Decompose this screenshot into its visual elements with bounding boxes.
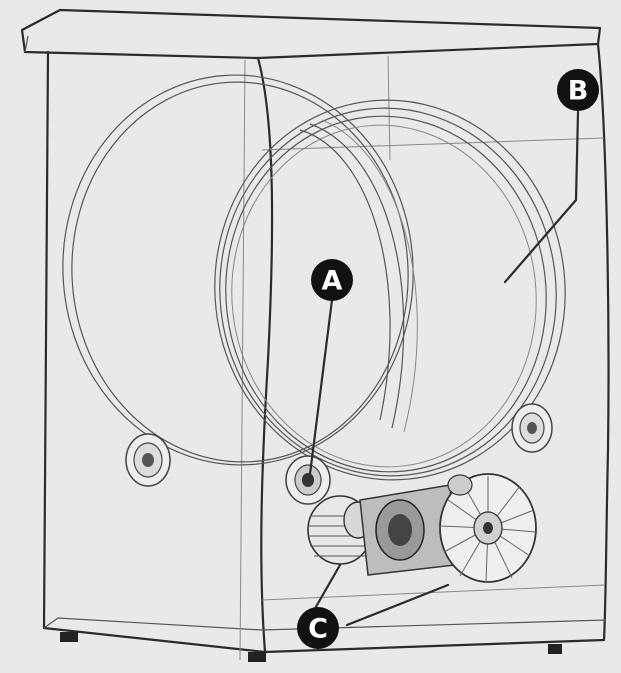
drum-roller-left [125, 433, 171, 487]
drum [62, 74, 566, 481]
label-a-text: A [322, 266, 343, 297]
dryer-cabinet [20, 8, 610, 662]
motor-assembly [307, 473, 537, 583]
label-c-badge: C [297, 607, 339, 649]
label-b-badge: B [557, 69, 599, 111]
label-b-text: B [568, 76, 589, 107]
drum-roller-right [511, 403, 553, 453]
drum-roller-a [285, 455, 331, 505]
label-a-badge: A [311, 259, 353, 301]
label-c-text: C [308, 614, 328, 645]
leader-lines [308, 110, 580, 627]
